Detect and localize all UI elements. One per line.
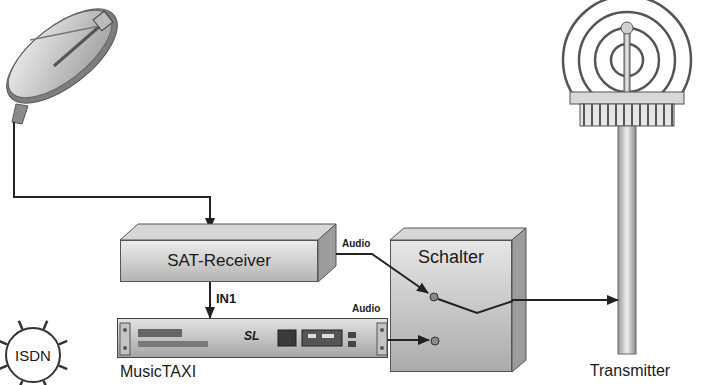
edge-label: Audio <box>342 238 370 249</box>
receiver-box: SAT-Receiver <box>120 240 318 282</box>
switch-top-face <box>390 228 526 240</box>
node-label: ISDN <box>15 347 51 364</box>
node-label: Transmitter <box>560 362 700 380</box>
node-label: SAT-Receiver <box>167 251 271 271</box>
antenna-drawing <box>560 0 700 360</box>
switch-box: Schalter <box>390 240 512 372</box>
edge-label: Audio <box>352 303 380 314</box>
transmitter-antenna: Transmitter <box>560 0 700 385</box>
dish-cable <box>14 122 210 229</box>
switch-side-face <box>512 228 526 372</box>
edge-label: IN1 <box>216 291 236 306</box>
device-label: SL <box>244 329 259 343</box>
node-label: Schalter <box>418 247 484 268</box>
satellite-dish <box>0 0 132 124</box>
network-cloud: ISDN <box>5 327 61 383</box>
node-label: MusicTAXI <box>120 363 196 381</box>
receiver-side-face <box>318 224 336 282</box>
signal-connector <box>209 282 211 318</box>
signal-connector <box>512 299 618 301</box>
receiver-top-face <box>120 224 336 240</box>
